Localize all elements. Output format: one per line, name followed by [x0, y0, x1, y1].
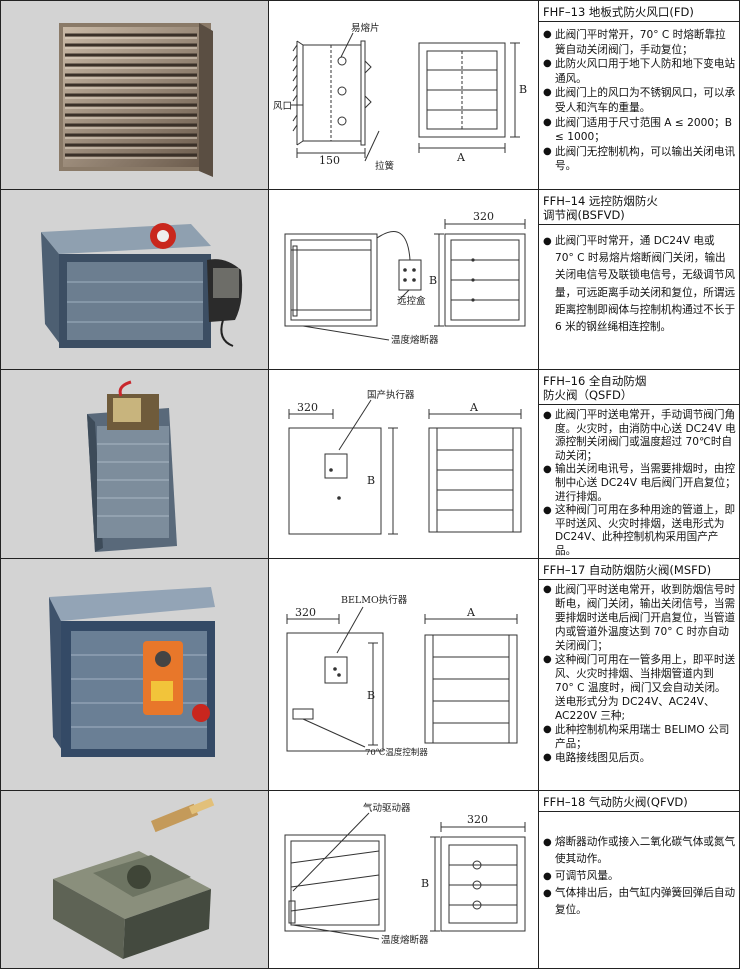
feature-item: 这种阀门可用在一管多用上，即平时送风、火灾时排烟、当排烟管道内到 70° C 温…: [543, 653, 736, 723]
feature-item: 此阀门平时常开，70° C 时熔断靠拉簧自动关闭阀门，手动复位；: [543, 28, 736, 57]
dimension-b: B: [429, 274, 437, 287]
dimension-320: 320: [473, 210, 494, 223]
technical-drawing: BELMO执行器 320 A B 70℃温度控制器: [269, 559, 539, 790]
dimension-a: A: [469, 401, 479, 414]
label-pneumatic-actuator: 气动驱动器: [363, 802, 411, 814]
feature-item: 电路接线图见后页。: [543, 751, 736, 765]
label-70c-thermostat: 70℃温度控制器: [365, 747, 428, 758]
product-photo: [1, 559, 269, 790]
feature-item: 此阀门平时常开，通 DC24V 电或 70° C 时易熔片熔断阀门关闭，输出关闭…: [543, 233, 736, 336]
product-row-ffh17: BELMO执行器 320 A B 70℃温度控制器 FFH–17 自动防烟防火阀…: [1, 559, 739, 791]
dimension-b: B: [519, 83, 527, 96]
feature-item: 此阀门平时送电常开，手动调节阀门角度。火灾时，由消防中心送 DC24V 电源控制…: [543, 409, 736, 463]
product-description: FHF–13 地板式防火风口(FD) 此阀门平时常开，70° C 时熔断靠拉簧自…: [539, 1, 739, 189]
label-belimo-actuator: BELMO执行器: [341, 594, 408, 606]
product-description: FFH–18 气动防火阀(QFVD) 熔断器动作或接入二氧化碳气体或氮气使其动作…: [539, 791, 739, 968]
feature-item: 可调节风量。: [543, 868, 736, 885]
dimension-320: 320: [295, 606, 316, 619]
feature-item: 熔断器动作或接入二氧化碳气体或氮气使其动作。: [543, 834, 736, 868]
product-photo: [1, 1, 269, 189]
dimension-b: B: [367, 474, 375, 487]
dimension-320: 320: [467, 813, 488, 826]
dimension-a: A: [456, 151, 466, 164]
feature-list: 此阀门平时常开，70° C 时熔断靠拉簧自动关闭阀门，手动复位； 此防火风口用于…: [543, 28, 736, 174]
technical-drawing: 国产执行器 320 A B: [269, 370, 539, 558]
product-description: FFH–14 远控防烟防火 调节阀(BSFVD) 此阀门平时常开，通 DC24V…: [539, 190, 739, 369]
product-row-ffh14: 320 B 远控盒 温度熔断器 FFH–14 远控防烟防火 调节阀(BSFVD)…: [1, 190, 739, 370]
product-photo: [1, 190, 269, 369]
label-thermal-fuse: 温度熔断器: [391, 334, 439, 346]
feature-item: 此防火风口用于地下人防和地下变电站通风。: [543, 57, 736, 86]
dimension-b: B: [367, 689, 375, 702]
label-fusible-link: 易熔片: [351, 22, 380, 34]
product-description: FFH–16 全自动防烟 防火阀（QSFD） 此阀门平时送电常开，手动调节阀门角…: [539, 370, 739, 558]
product-title: FHF–13 地板式防火风口(FD): [539, 1, 739, 22]
technical-drawing: 320 B 远控盒 温度熔断器: [269, 190, 539, 369]
label-air-outlet: 风口: [273, 101, 292, 112]
feature-list: 此阀门平时送电常开，收到防烟信号时断电，阀门关闭，输出关闭信号，当需要排烟时送电…: [543, 583, 736, 765]
feature-item: 输出关闭电讯号，当需要排烟时，由控制中心送 DC24V 电后阀门开启复位；进行排…: [543, 463, 736, 504]
product-photo: [1, 370, 269, 558]
feature-item: 此阀门平时送电常开，收到防烟信号时断电，阀门关闭，输出关闭信号，当需要排烟时送电…: [543, 583, 736, 653]
product-description: FFH–17 自动防烟防火阀(MSFD) 此阀门平时送电常开，收到防烟信号时断电…: [539, 559, 739, 790]
label-thermal-fuse: 温度熔断器: [381, 934, 429, 946]
product-row-ffh16: 国产执行器 320 A B FFH–16 全自动防烟 防火阀（QSFD） 此阀门…: [1, 370, 739, 559]
dimension-320: 320: [297, 401, 318, 414]
feature-item: 此阀门上的风口为不锈钢风口，可以承受人和汽车的重量。: [543, 86, 736, 115]
feature-item: 气体排出后，由气缸内弹簧回弹后自动复位。: [543, 885, 736, 919]
product-title: FFH–18 气动防火阀(QFVD): [539, 791, 739, 812]
technical-drawing: 气动驱动器 320 B 温度熔断器: [269, 791, 539, 968]
feature-item: 这种阀门可用在多种用途的管道上，即平时送风、火灾时排烟，送电形式为 DC24V、…: [543, 504, 736, 558]
feature-list: 此阀门平时常开，通 DC24V 电或 70° C 时易熔片熔断阀门关闭，输出关闭…: [543, 233, 736, 336]
label-remote-box: 远控盒: [397, 295, 426, 307]
dimension-a: A: [466, 606, 476, 619]
feature-list: 此阀门平时送电常开，手动调节阀门角度。火灾时，由消防中心送 DC24V 电源控制…: [543, 409, 736, 559]
product-title: FFH–17 自动防烟防火阀(MSFD): [539, 559, 739, 580]
feature-item: 此种控制机构采用瑞士 BELIMO 公司产品；: [543, 723, 736, 751]
product-title: FFH–16 全自动防烟 防火阀（QSFD）: [539, 370, 739, 405]
feature-item: 此阀门无控制机构，可以输出关闭电讯号。: [543, 145, 736, 174]
product-title: FFH–14 远控防烟防火 调节阀(BSFVD): [539, 190, 739, 225]
product-row-ffh18: 气动驱动器 320 B 温度熔断器 FFH–18 气动防火阀(QFVD) 熔断器…: [1, 791, 739, 968]
product-row-fhf13: 易熔片 风口 拉簧 150 A B FHF–13 地板式防火风口(FD) 此阀门…: [1, 1, 739, 190]
feature-item: 此阀门适用于尺寸范围 A ≤ 2000；B ≤ 1000；: [543, 116, 736, 145]
dimension-150: 150: [319, 154, 340, 167]
product-photo: [1, 791, 269, 968]
feature-list: 熔断器动作或接入二氧化碳气体或氮气使其动作。 可调节风量。 气体排出后，由气缸内…: [543, 834, 736, 919]
dimension-b: B: [421, 877, 429, 890]
label-domestic-actuator: 国产执行器: [367, 389, 415, 401]
technical-drawing: 易熔片 风口 拉簧 150 A B: [269, 1, 539, 189]
label-spring: 拉簧: [375, 160, 395, 172]
